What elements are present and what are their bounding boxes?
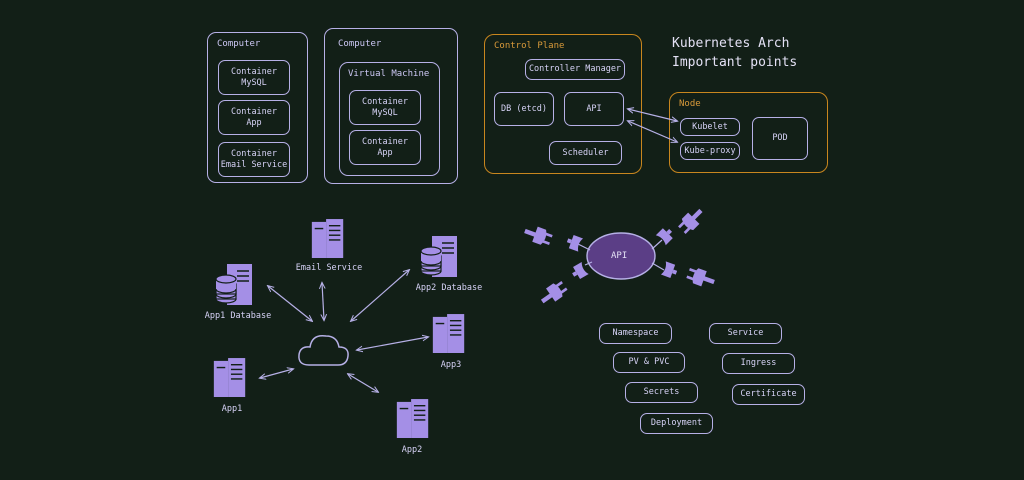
scheduler-label: Scheduler [562, 147, 609, 158]
email-service-label: Email Service [295, 263, 363, 273]
app1-server-icon [213, 357, 246, 398]
computer-1-label: Computer [217, 39, 261, 49]
email-service-server-icon [311, 218, 344, 259]
tag-secrets-label: Secrets [643, 387, 680, 397]
vm-container-app-line2: App [377, 147, 393, 158]
arrow-app1-db [268, 286, 312, 321]
api-server-box: API [564, 92, 624, 126]
tag-namespace: Namespace [599, 323, 672, 344]
tag-certificate-label: Certificate [740, 389, 797, 399]
api-hub-ellipse [586, 232, 656, 280]
plug-left-lower-icon [537, 278, 570, 308]
arrow-email [322, 283, 324, 320]
api-kubeproxy-arrow [628, 121, 677, 142]
virtual-machine-box [339, 62, 440, 176]
arrow-app2 [348, 374, 378, 392]
tag-service: Service [709, 323, 782, 344]
tag-pv-pvc-label: PV & PVC [628, 357, 670, 367]
tag-pv-pvc: PV & PVC [613, 352, 685, 373]
pod-box: POD [752, 117, 808, 160]
container-email-line2: Email Service [220, 159, 288, 170]
app2-label: App2 [401, 445, 423, 455]
title-line-1: Kubernetes Arch [672, 36, 790, 51]
tag-ingress-label: Ingress [740, 358, 777, 368]
app1-database-label: App1 Database [204, 311, 272, 321]
vm-container-mysql-line2: MySQL [372, 107, 398, 118]
app1-label: App1 [221, 404, 243, 414]
app2-database-server-icon [420, 235, 458, 278]
tag-namespace-label: Namespace [612, 328, 659, 338]
vm-container-mysql-line1: Container [361, 96, 409, 107]
controller-manager-box: Controller Manager [525, 59, 625, 80]
plug-right-upper-icon [676, 205, 707, 236]
kubelet-label: Kubelet [692, 121, 728, 132]
tag-certificate: Certificate [732, 384, 805, 405]
node-label: Node [679, 99, 701, 109]
container-email-line1: Container [230, 148, 278, 159]
app3-label: App3 [440, 360, 462, 370]
etcd-db-box: DB (etcd) [494, 92, 554, 126]
network-arrows [260, 270, 428, 392]
arrow-app2-db [351, 270, 409, 321]
computer-2-box [324, 28, 458, 184]
kube-proxy-box: Kube-proxy [680, 142, 740, 160]
control-plane-label: Control Plane [494, 41, 565, 51]
vm-container-app-line1: Container [361, 136, 409, 147]
tag-ingress: Ingress [722, 353, 795, 374]
app1-database-server-icon [215, 263, 253, 306]
app2-server-icon [396, 398, 429, 439]
diagram-title: Kubernetes Arch Important points [672, 34, 797, 72]
container-mysql-line1: Container [230, 66, 278, 77]
plug-left-upper-icon [522, 223, 554, 248]
kube-proxy-label: Kube-proxy [684, 145, 736, 156]
etcd-db-label: DB (etcd) [500, 103, 548, 114]
api-hub-spokes [577, 239, 665, 271]
app2-database-label: App2 Database [415, 283, 483, 293]
container-mysql-line2: MySQL [241, 77, 267, 88]
virtual-machine-label: Virtual Machine [348, 69, 430, 79]
title-line-2: Important points [672, 55, 798, 70]
arrow-app1 [260, 369, 293, 378]
api-hub-label: API [611, 251, 628, 261]
scheduler-box: Scheduler [549, 141, 622, 165]
computer-2-label: Computer [338, 39, 382, 49]
tag-secrets: Secrets [625, 382, 698, 403]
pod-label: POD [772, 133, 788, 143]
cloud-icon [298, 334, 349, 366]
tag-service-label: Service [727, 328, 764, 338]
computer-1-box [207, 32, 308, 183]
app3-server-icon [432, 313, 465, 354]
api-node-arrows [628, 109, 677, 142]
arrow-app3 [357, 337, 428, 350]
controller-manager-label: Controller Manager [528, 64, 622, 74]
tag-deployment: Deployment [640, 413, 713, 434]
container-app-line2: App [246, 117, 262, 128]
plug-right-lower-icon [685, 265, 717, 290]
socket-left-upper-icon [565, 233, 584, 252]
api-kubelet-arrow [628, 109, 677, 121]
kubelet-box: Kubelet [680, 118, 740, 136]
tag-deployment-label: Deployment [650, 418, 703, 428]
control-plane-box [484, 34, 642, 174]
container-app-line1: Container [230, 106, 278, 117]
api-server-label: API [586, 103, 602, 114]
